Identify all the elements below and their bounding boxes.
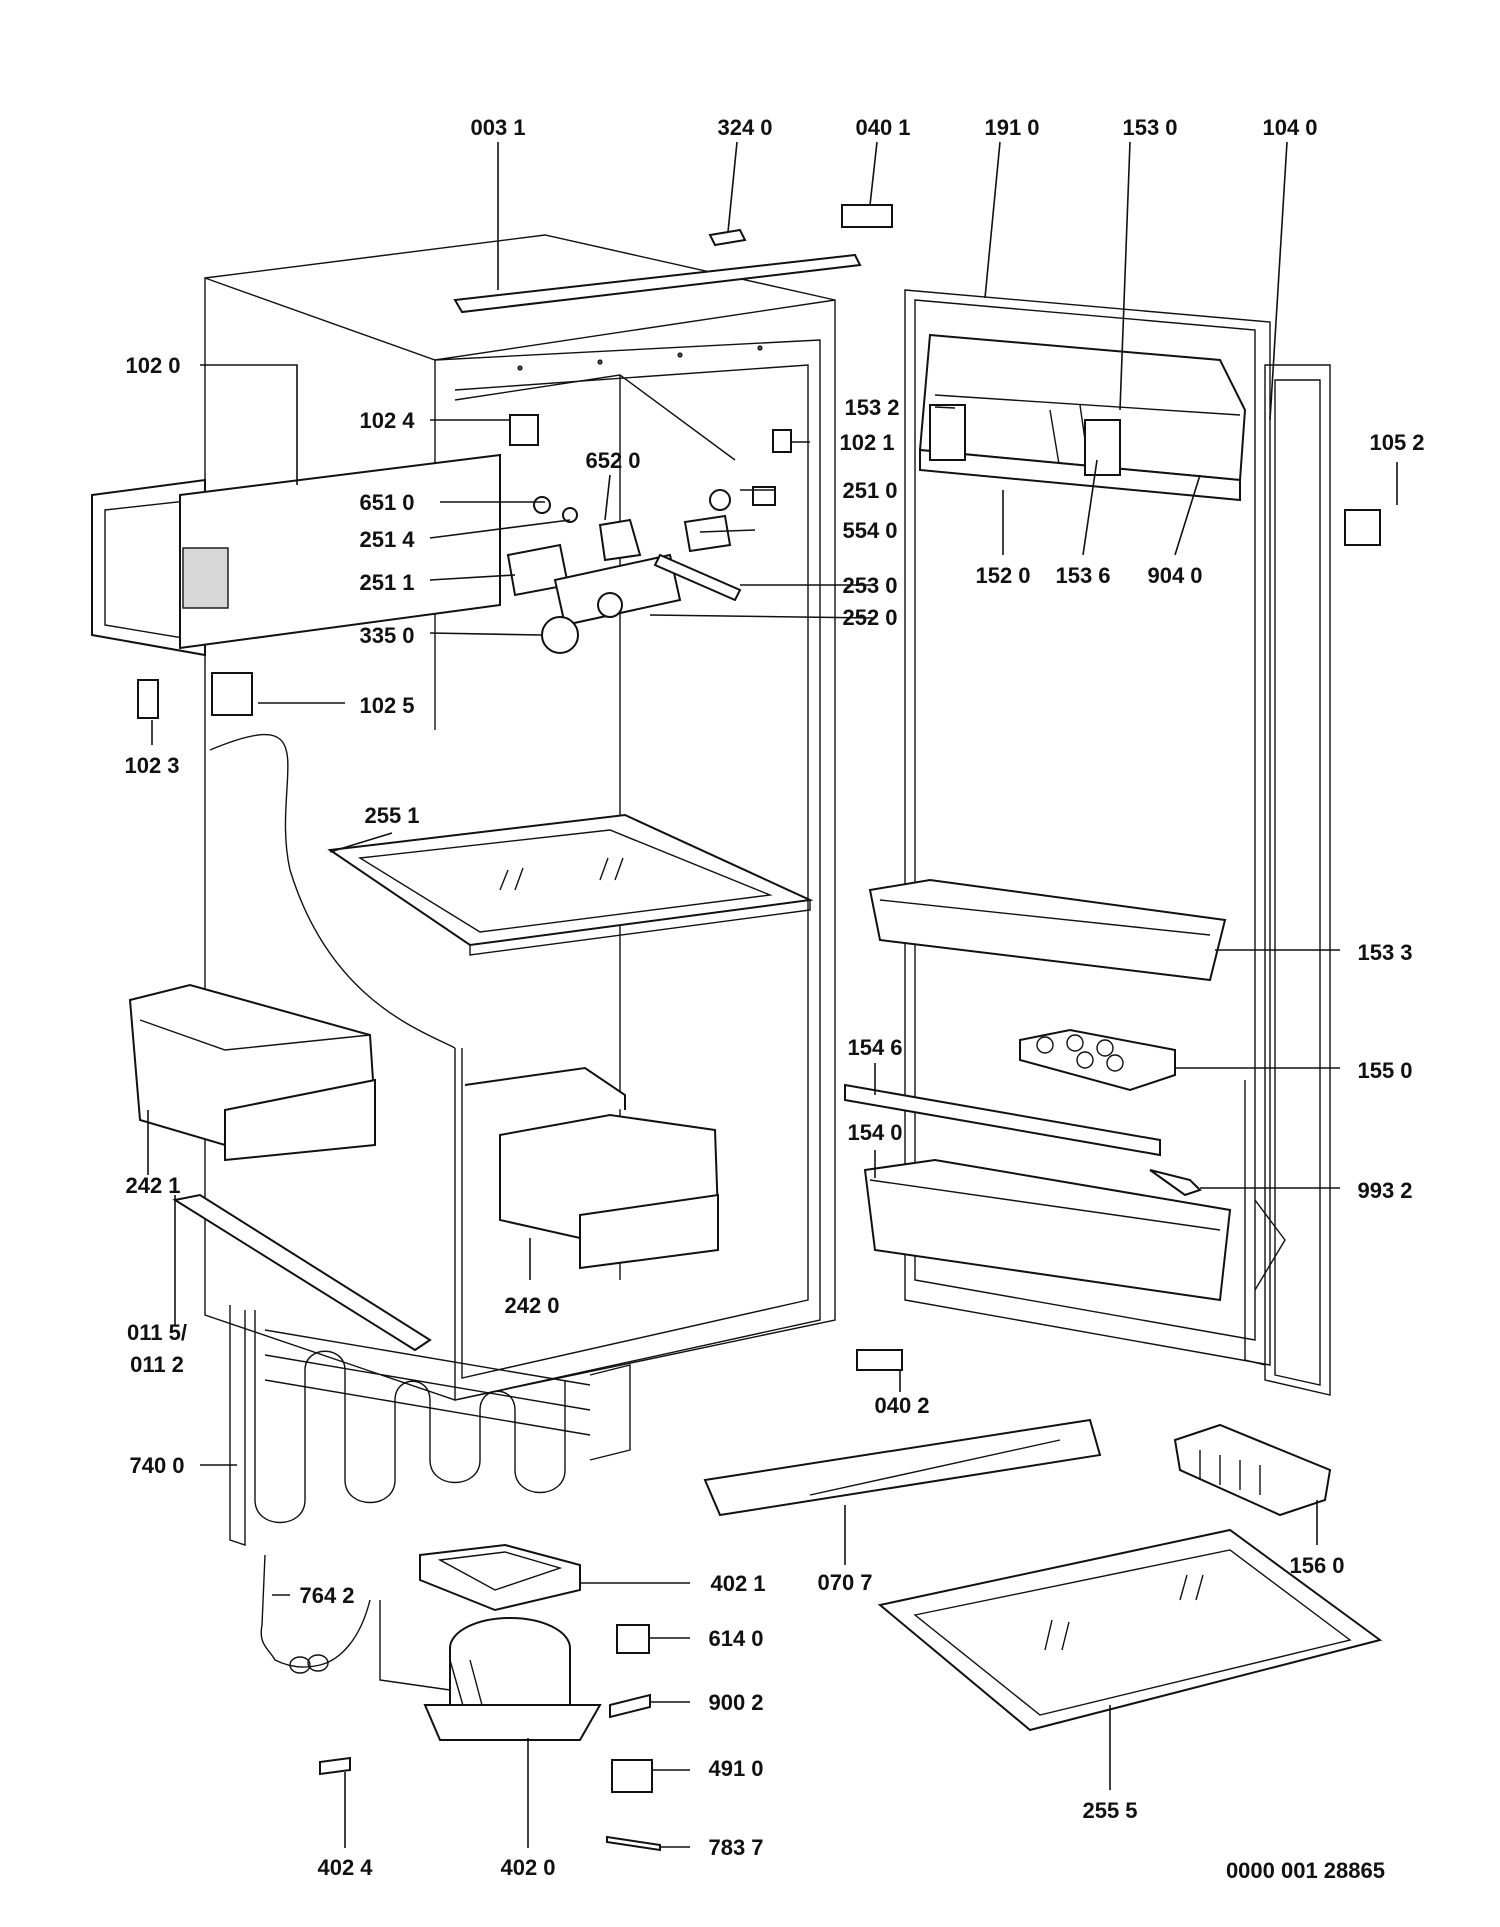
callout-153-6: 153 6: [1055, 563, 1110, 588]
callout-652-0: 652 0: [585, 448, 640, 473]
callout-102-3: 102 3: [124, 753, 179, 778]
callout-102-5: 102 5: [359, 693, 414, 718]
callout-102-4: 102 4: [359, 408, 415, 433]
callout-783-7: 783 7: [708, 1835, 763, 1860]
callout-252-0: 252 0: [842, 605, 897, 630]
callout-154-6: 154 6: [847, 1035, 902, 1060]
hinge-105-2: [1344, 509, 1381, 546]
callout-255-5: 255 5: [1082, 1798, 1137, 1823]
bottle-retainer: [844, 1083, 1161, 1157]
callout-040-2: 040 2: [874, 1393, 929, 1418]
freezer-flap: [91, 453, 501, 657]
callout-335-0: 335 0: [359, 623, 414, 648]
callout-900-2: 900 2: [708, 1690, 763, 1715]
glass-shelf-upper: [327, 813, 814, 956]
thermostat-assembly: [506, 414, 792, 654]
callout-554-0: 554 0: [842, 518, 897, 543]
callout-251-1: 251 1: [359, 570, 414, 595]
callout-040-1: 040 1: [855, 115, 910, 140]
ice-tray: [1173, 1423, 1332, 1517]
hinge-324: [708, 228, 747, 247]
callout-614-0: 614 0: [708, 1626, 763, 1651]
clip-993: [1149, 1169, 1202, 1197]
callout-153-3: 153 3: [1357, 940, 1412, 965]
callout-156-0: 156 0: [1289, 1553, 1344, 1578]
callout-153-0: 153 0: [1122, 115, 1177, 140]
callout-labels: 003 1 324 0 040 1 191 0 153 0 104 0 102 …: [124, 115, 1424, 1880]
callout-104-0: 104 0: [1262, 115, 1317, 140]
leader-lines: [147, 141, 1398, 1848]
callout-651-0: 651 0: [359, 490, 414, 515]
callout-491-0: 491 0: [708, 1756, 763, 1781]
capillary-tube: [260, 1554, 371, 1674]
callout-191-0: 191 0: [984, 115, 1039, 140]
glass-shelf-lower: [877, 1528, 1383, 1732]
callout-003-1: 003 1: [470, 115, 525, 140]
callout-255-1: 255 1: [364, 803, 419, 828]
callout-105-2: 105 2: [1369, 430, 1424, 455]
hinge-040-2: [856, 1349, 903, 1371]
callout-251-0: 251 0: [842, 478, 897, 503]
callout-740-0: 740 0: [129, 1453, 184, 1478]
callout-070-7: 070 7: [817, 1570, 872, 1595]
callout-904-0: 904 0: [1147, 563, 1202, 588]
callout-102-1: 102 1: [839, 430, 894, 455]
callout-764-2: 764 2: [299, 1583, 354, 1608]
egg-tray: [1019, 1028, 1176, 1092]
door-compartment-cover: [918, 333, 1247, 502]
relay-614: [616, 1624, 650, 1654]
callout-153-2: 153 2: [844, 395, 899, 420]
clip-900: [609, 1693, 651, 1719]
hinge-102-3: [137, 679, 159, 719]
hinge-040-1: [841, 204, 893, 228]
crisper-bin-inner: [464, 1066, 720, 1270]
block-102-5: [211, 672, 253, 716]
compressor-tray: [419, 1543, 581, 1612]
diagram-reference-number: 0000 001 28865: [1226, 1858, 1385, 1883]
door-shelf-lower: [863, 1158, 1232, 1302]
condenser-coil: [229, 1305, 631, 1546]
callout-402-4: 402 4: [317, 1855, 373, 1880]
bottom-rail: [172, 1193, 432, 1352]
callout-402-0: 402 0: [500, 1855, 555, 1880]
callout-011-5: 011 5/: [127, 1320, 187, 1345]
terminal-cover-491: [611, 1759, 653, 1793]
callout-324-0: 324 0: [717, 115, 772, 140]
callout-155-0: 155 0: [1357, 1058, 1412, 1083]
callout-154-0: 154 0: [847, 1120, 902, 1145]
clip-402-4: [319, 1756, 351, 1776]
refrigerator-door: [904, 289, 1331, 1396]
callout-102-0: 102 0: [125, 353, 180, 378]
trim-rail: [703, 1418, 1102, 1517]
pin-783: [606, 1835, 661, 1852]
door-shelf-upper: [868, 878, 1227, 982]
callout-011-2: 011 2: [130, 1352, 184, 1377]
compressor: [379, 1600, 602, 1741]
callout-251-4: 251 4: [359, 527, 415, 552]
callout-253-0: 253 0: [842, 573, 897, 598]
crisper-bin-outer: [128, 983, 377, 1162]
callout-242-1: 242 1: [125, 1173, 180, 1198]
callout-152-0: 152 0: [975, 563, 1030, 588]
callout-993-2: 993 2: [1357, 1178, 1412, 1203]
callout-402-1: 402 1: [710, 1571, 765, 1596]
callout-242-0: 242 0: [504, 1293, 559, 1318]
